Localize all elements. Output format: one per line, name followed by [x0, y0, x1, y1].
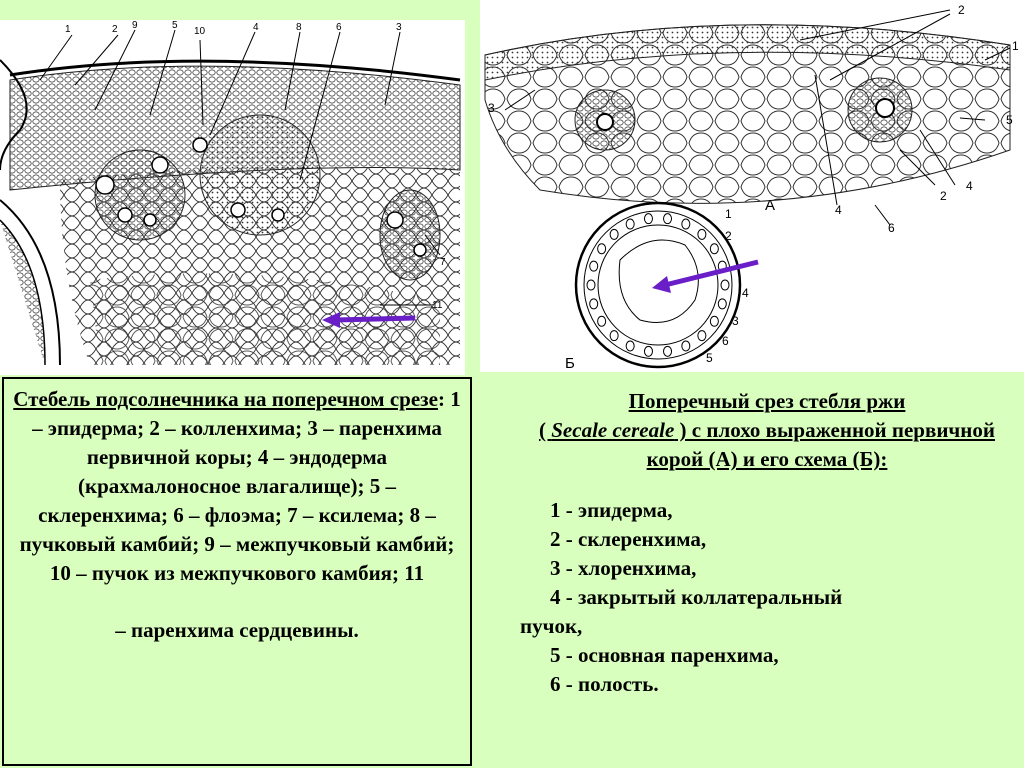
figure-label: 1 [1012, 39, 1019, 53]
vascular-bundle [709, 315, 719, 327]
figure-label: 4 [835, 203, 842, 217]
caption-title: Поперечный срез стебля ржи [628, 389, 906, 413]
list-item: 5 - основная паренхима, [550, 643, 779, 667]
caption-title-rest: ) с плохо выраженной первичной корой (А)… [646, 418, 995, 471]
legend-list: 1 - эпидерма, 2 - склеренхима, 3 - хлоре… [520, 496, 1014, 699]
figure-label: 4 [253, 22, 259, 33]
list-item: пучок, [520, 614, 583, 638]
rye-stem-drawing: 2 1 3 5 4 2 4 6 А 1 2 4 3 6 5 Б [484, 3, 1019, 372]
vascular-bundle [643, 345, 653, 357]
list-item: 4 - закрытый коллатеральный [550, 585, 843, 609]
figure-label: 2 [940, 189, 947, 203]
vascular-bundle [663, 213, 673, 225]
figure-label: 9 [132, 20, 138, 31]
figure-label: 1 [725, 207, 732, 221]
figure-label: 6 [336, 22, 342, 33]
arrow-icon [322, 312, 416, 328]
figure-label: 3 [488, 101, 495, 115]
rye-stem-figure: 2 1 3 5 4 2 4 6 А 1 2 4 3 6 5 Б [480, 0, 1024, 372]
figure-label: 2 [112, 24, 118, 35]
figure-label: 11 [432, 300, 443, 311]
list-item: 2 - склеренхима, [550, 527, 707, 551]
sunflower-caption: Стебель подсолнечника на поперечном срез… [2, 377, 472, 766]
figure-label: 3 [396, 22, 402, 33]
figure-label: 4 [966, 179, 973, 193]
list-item: 6 - полость. [550, 672, 659, 696]
figure-label: 5 [706, 351, 713, 365]
caption-body: : 1 – эпидерма; 2 – колленхима; 3 – паре… [19, 387, 461, 585]
figure-label: 1 [65, 24, 71, 35]
vascular-bundle [697, 228, 707, 240]
caption-title-open: ( [539, 418, 552, 442]
vascular-bundle [681, 218, 691, 230]
arrow-icon [652, 259, 759, 293]
vascular-bundle [589, 260, 599, 272]
figure-label: 5 [172, 20, 178, 31]
species-name: Secale cereale [551, 418, 675, 442]
vascular-bundle [720, 279, 730, 291]
figure-label: 6 [888, 221, 895, 235]
vascular-bundle [589, 298, 599, 310]
panel-label-a: А [765, 197, 775, 214]
vascular-bundle [609, 228, 619, 240]
vascular-bundle [625, 218, 635, 230]
figure-label: 4 [742, 286, 749, 300]
figure-label: 2 [725, 229, 732, 243]
figure-label: 8 [296, 22, 302, 33]
vascular-bundle [625, 340, 635, 352]
vascular-bundle [717, 298, 727, 310]
list-item: 1 - эпидерма, [550, 498, 673, 522]
vascular-bundle [643, 213, 653, 225]
vascular-bundle [609, 330, 619, 342]
vascular-bundle [697, 330, 707, 342]
sunflower-stem-drawing: 1 2 9 5 10 4 8 6 3 7 11 [0, 20, 461, 366]
figure-label: 7 [440, 257, 446, 268]
figure-label: 2 [958, 3, 965, 17]
rye-caption: Поперечный срез стебля ржи ( Secale cere… [480, 377, 1024, 766]
sunflower-stem-figure: 1 2 9 5 10 4 8 6 3 7 11 [0, 20, 465, 375]
caption-tail: – паренхима сердцевины. [115, 618, 359, 642]
vascular-bundle [586, 279, 596, 291]
figure-label: 6 [722, 334, 729, 348]
vascular-bundle [597, 315, 607, 327]
list-item: 3 - хлоренхима, [550, 556, 697, 580]
figure-label: 10 [194, 26, 206, 37]
vascular-bundle [709, 243, 719, 255]
figure-label: 3 [732, 314, 739, 328]
vascular-bundle [663, 345, 673, 357]
figure-label: 5 [1006, 113, 1013, 127]
panel-label-b: Б [565, 355, 575, 372]
vascular-bundle [681, 340, 691, 352]
vascular-bundle [597, 243, 607, 255]
caption-title: Стебель подсолнечника на поперечном срез… [13, 387, 438, 411]
